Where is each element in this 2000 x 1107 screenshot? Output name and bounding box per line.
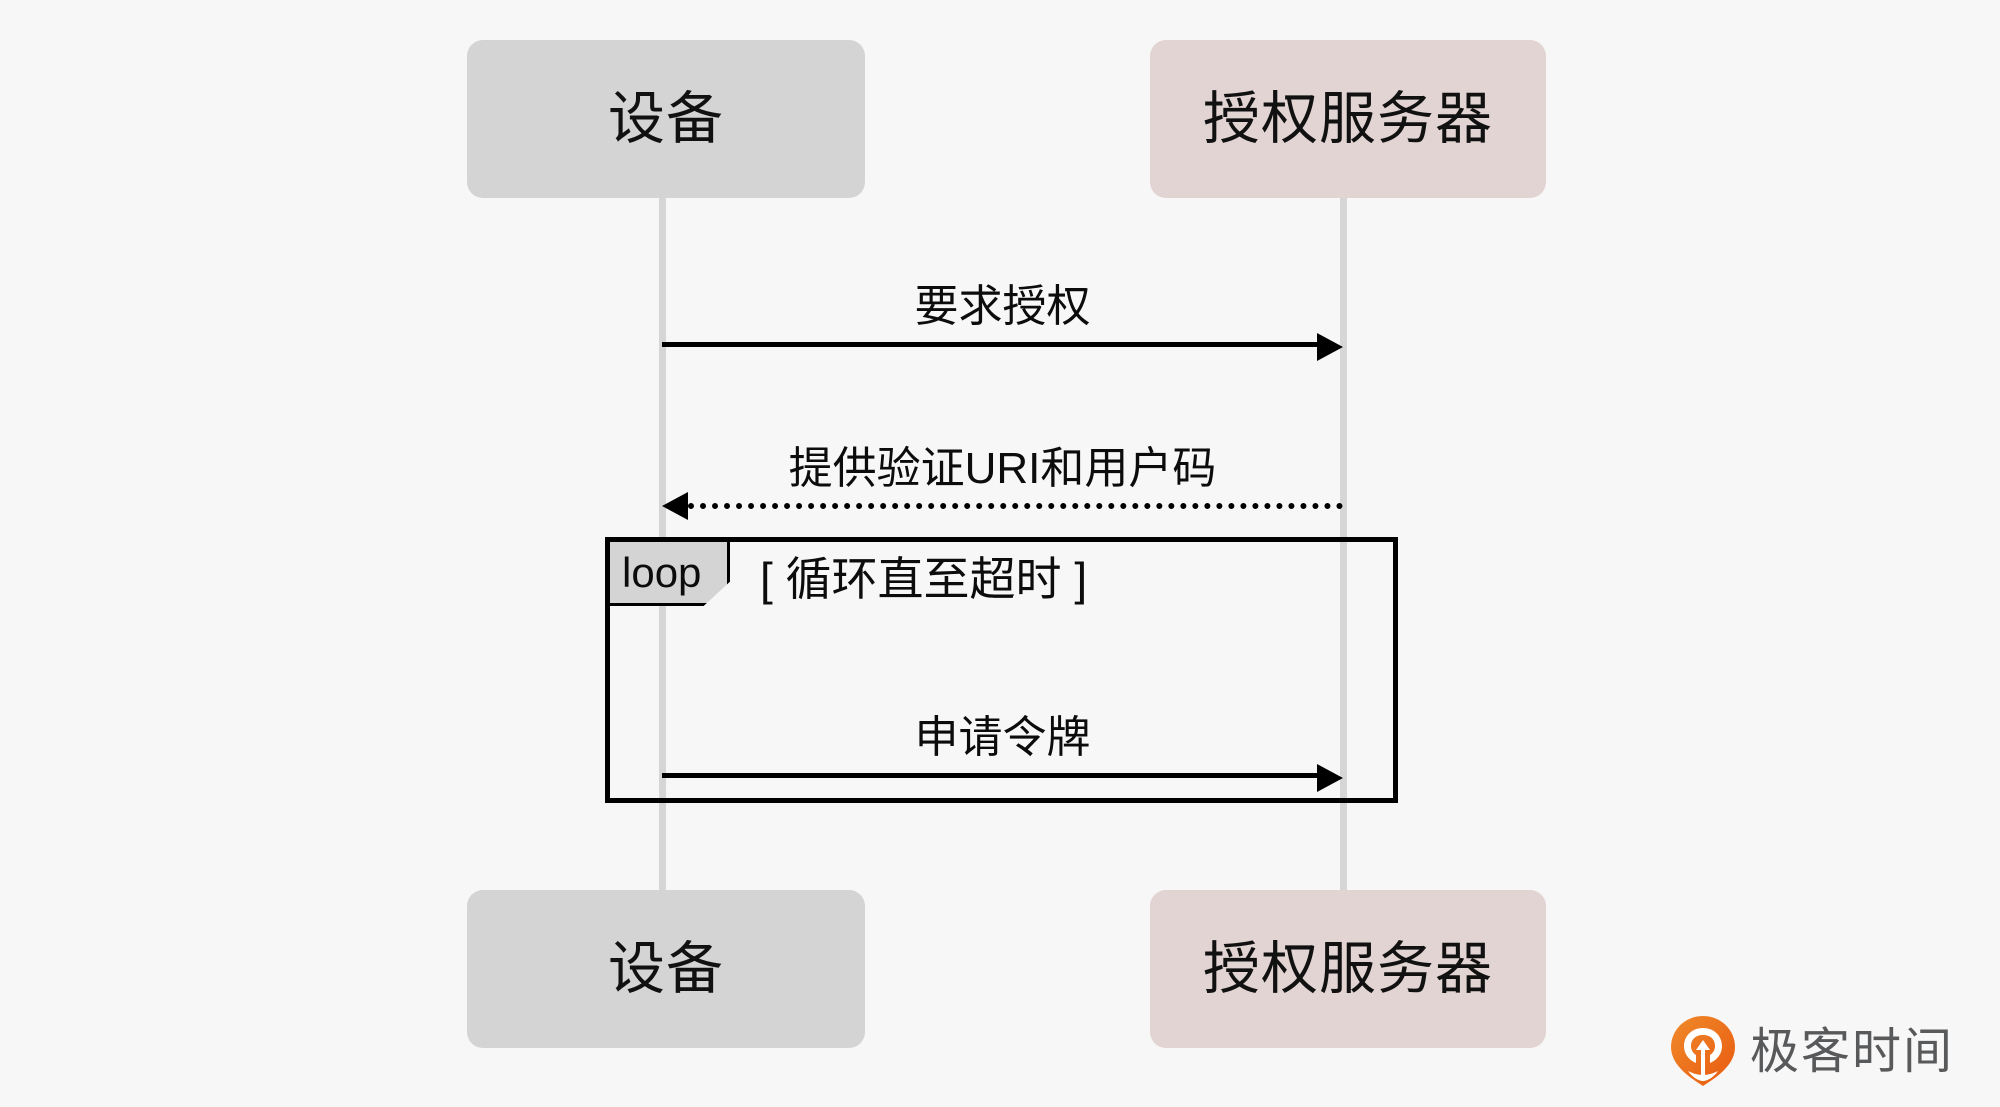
participant-device-top-label: 设备 xyxy=(608,86,724,151)
arrow-right-icon xyxy=(1317,764,1343,792)
watermark-text: 极客时间 xyxy=(1749,1024,1954,1079)
fragment-loop-timeout[interactable]: loop [ 循环直至超时 ] xyxy=(605,537,1398,803)
fragment-loop-operator-tab: loop xyxy=(610,542,730,606)
message-request-auth-label: 要求授权 xyxy=(914,282,1091,331)
participant-authorization-server-bottom-label: 授权服务器 xyxy=(1203,936,1493,1001)
message-request-auth-line xyxy=(662,342,1317,347)
participant-device-bottom[interactable]: 设备 xyxy=(467,890,865,1048)
fragment-loop-guard-label: [ 循环直至超时 ] xyxy=(760,553,1088,605)
message-provide-uri-line xyxy=(688,503,1343,509)
message-request-token-label: 申请令牌 xyxy=(914,713,1091,762)
message-request-token-line xyxy=(662,773,1317,778)
watermark: 极客时间 xyxy=(1670,1015,1954,1089)
participant-device-top[interactable]: 设备 xyxy=(467,40,865,198)
arrow-right-icon xyxy=(1317,333,1343,361)
geektime-pin-logo-icon xyxy=(1670,1016,1735,1086)
participant-authorization-server-top-label: 授权服务器 xyxy=(1203,86,1493,151)
participant-device-bottom-label: 设备 xyxy=(608,936,724,1001)
fragment-loop-operator-label: loop xyxy=(622,548,702,596)
arrow-left-icon xyxy=(662,492,688,520)
lifeline-authorization-server xyxy=(1340,198,1347,890)
participant-authorization-server-top[interactable]: 授权服务器 xyxy=(1150,40,1546,198)
message-provide-uri-label: 提供验证URI和用户码 xyxy=(788,444,1217,493)
participant-authorization-server-bottom[interactable]: 授权服务器 xyxy=(1150,890,1546,1048)
